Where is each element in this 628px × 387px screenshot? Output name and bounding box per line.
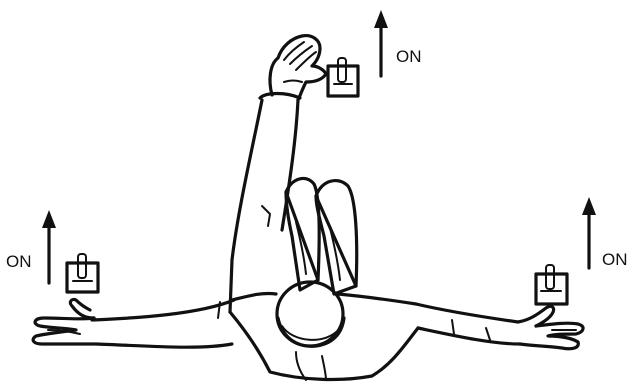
raised-hand	[270, 36, 326, 100]
right-arm	[416, 304, 520, 344]
left-wall-switch-icon	[67, 254, 98, 292]
person-figure	[33, 36, 583, 380]
left-up-arrow-head	[42, 210, 56, 228]
top-switch-group: ON	[328, 10, 422, 96]
legs	[286, 178, 357, 294]
right-on-label: ON	[602, 250, 628, 269]
left-hand	[33, 299, 96, 344]
right-wall-switch-icon	[536, 265, 567, 304]
head	[277, 282, 344, 346]
right-up-arrow-head	[582, 197, 596, 215]
top-on-label: ON	[396, 47, 422, 66]
right-switch-group: ON	[536, 197, 628, 304]
top-wall-switch-icon	[328, 58, 358, 96]
left-switch-group: ON	[6, 210, 98, 292]
left-arm	[92, 300, 234, 347]
left-on-label: ON	[6, 252, 32, 271]
torso	[230, 293, 418, 380]
top-up-arrow-head	[374, 10, 388, 28]
right-hand	[518, 306, 583, 348]
